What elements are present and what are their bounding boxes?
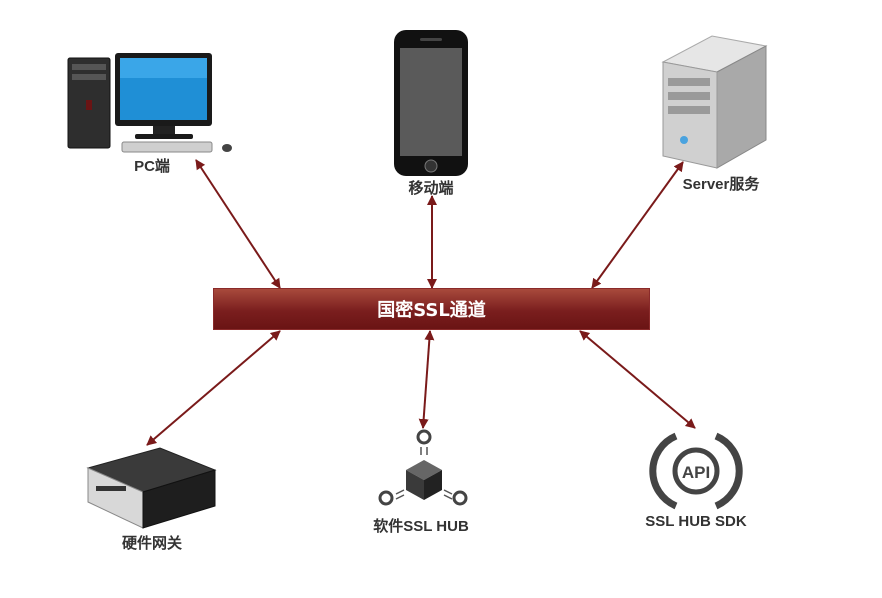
ssl-channel-label: 国密SSL通道 <box>377 300 486 321</box>
hub-label: 软件SSL HUB <box>373 518 469 535</box>
pc-label: PC端 <box>134 158 170 175</box>
sdk-label: SSL HUB SDK <box>645 513 747 530</box>
mobile-label: 移动端 <box>408 180 454 197</box>
server-label: Server服务 <box>682 176 760 193</box>
connector-hub <box>418 330 435 429</box>
connector-pc <box>195 159 281 289</box>
gateway-label: 硬件网关 <box>121 535 183 552</box>
connector-gateway <box>146 330 281 446</box>
connector-server <box>591 161 684 289</box>
ssl-channel-bar: 国密SSL通道 <box>213 288 650 330</box>
connector-sdk <box>579 330 696 429</box>
sdk-api-text: API <box>682 463 710 482</box>
